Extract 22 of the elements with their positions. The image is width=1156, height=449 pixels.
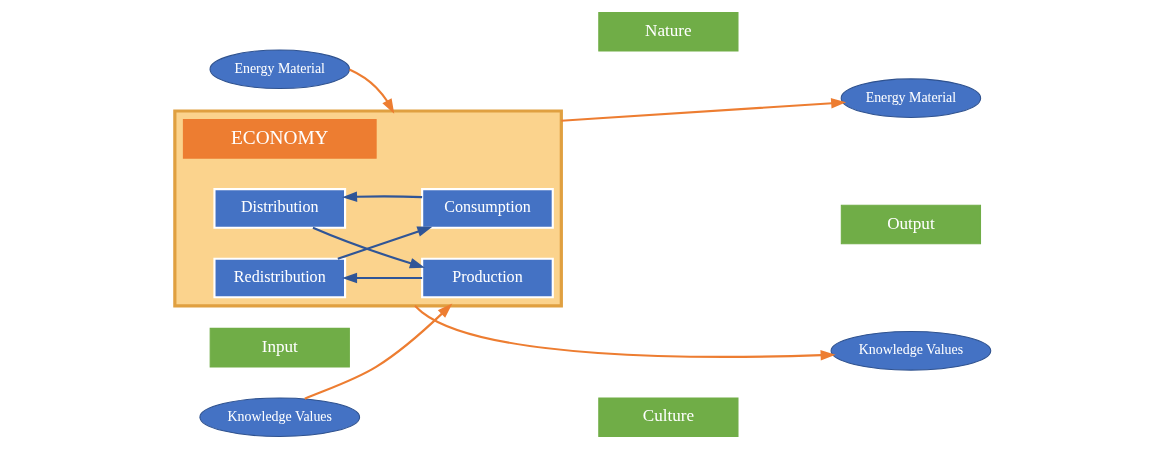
node-box: ECONOMY: [182, 119, 377, 159]
node-ellipse: Energy Material: [840, 78, 981, 118]
arrow: [341, 272, 422, 284]
node-box: Culture: [597, 397, 738, 437]
arrow: [413, 305, 836, 361]
node-box: Input: [209, 327, 350, 368]
node-ellipse: Energy Material: [209, 49, 350, 90]
node-box: Distribution: [212, 188, 346, 229]
node-box: Redistribution: [212, 257, 346, 299]
node-box: Output: [840, 204, 981, 245]
arrow: [303, 303, 452, 400]
node-box: Production: [420, 257, 554, 299]
node-ellipse: Knowledge Values: [198, 397, 360, 437]
arrow: [560, 98, 846, 122]
arrow: [336, 226, 432, 260]
arrow: [312, 226, 425, 269]
arrow: [348, 68, 394, 114]
node-box: Consumption: [420, 188, 554, 229]
cluster: [172, 109, 563, 308]
node-ellipse: Knowledge Values: [830, 331, 991, 371]
arrow: [341, 191, 422, 202]
node-box: Nature: [597, 12, 738, 52]
